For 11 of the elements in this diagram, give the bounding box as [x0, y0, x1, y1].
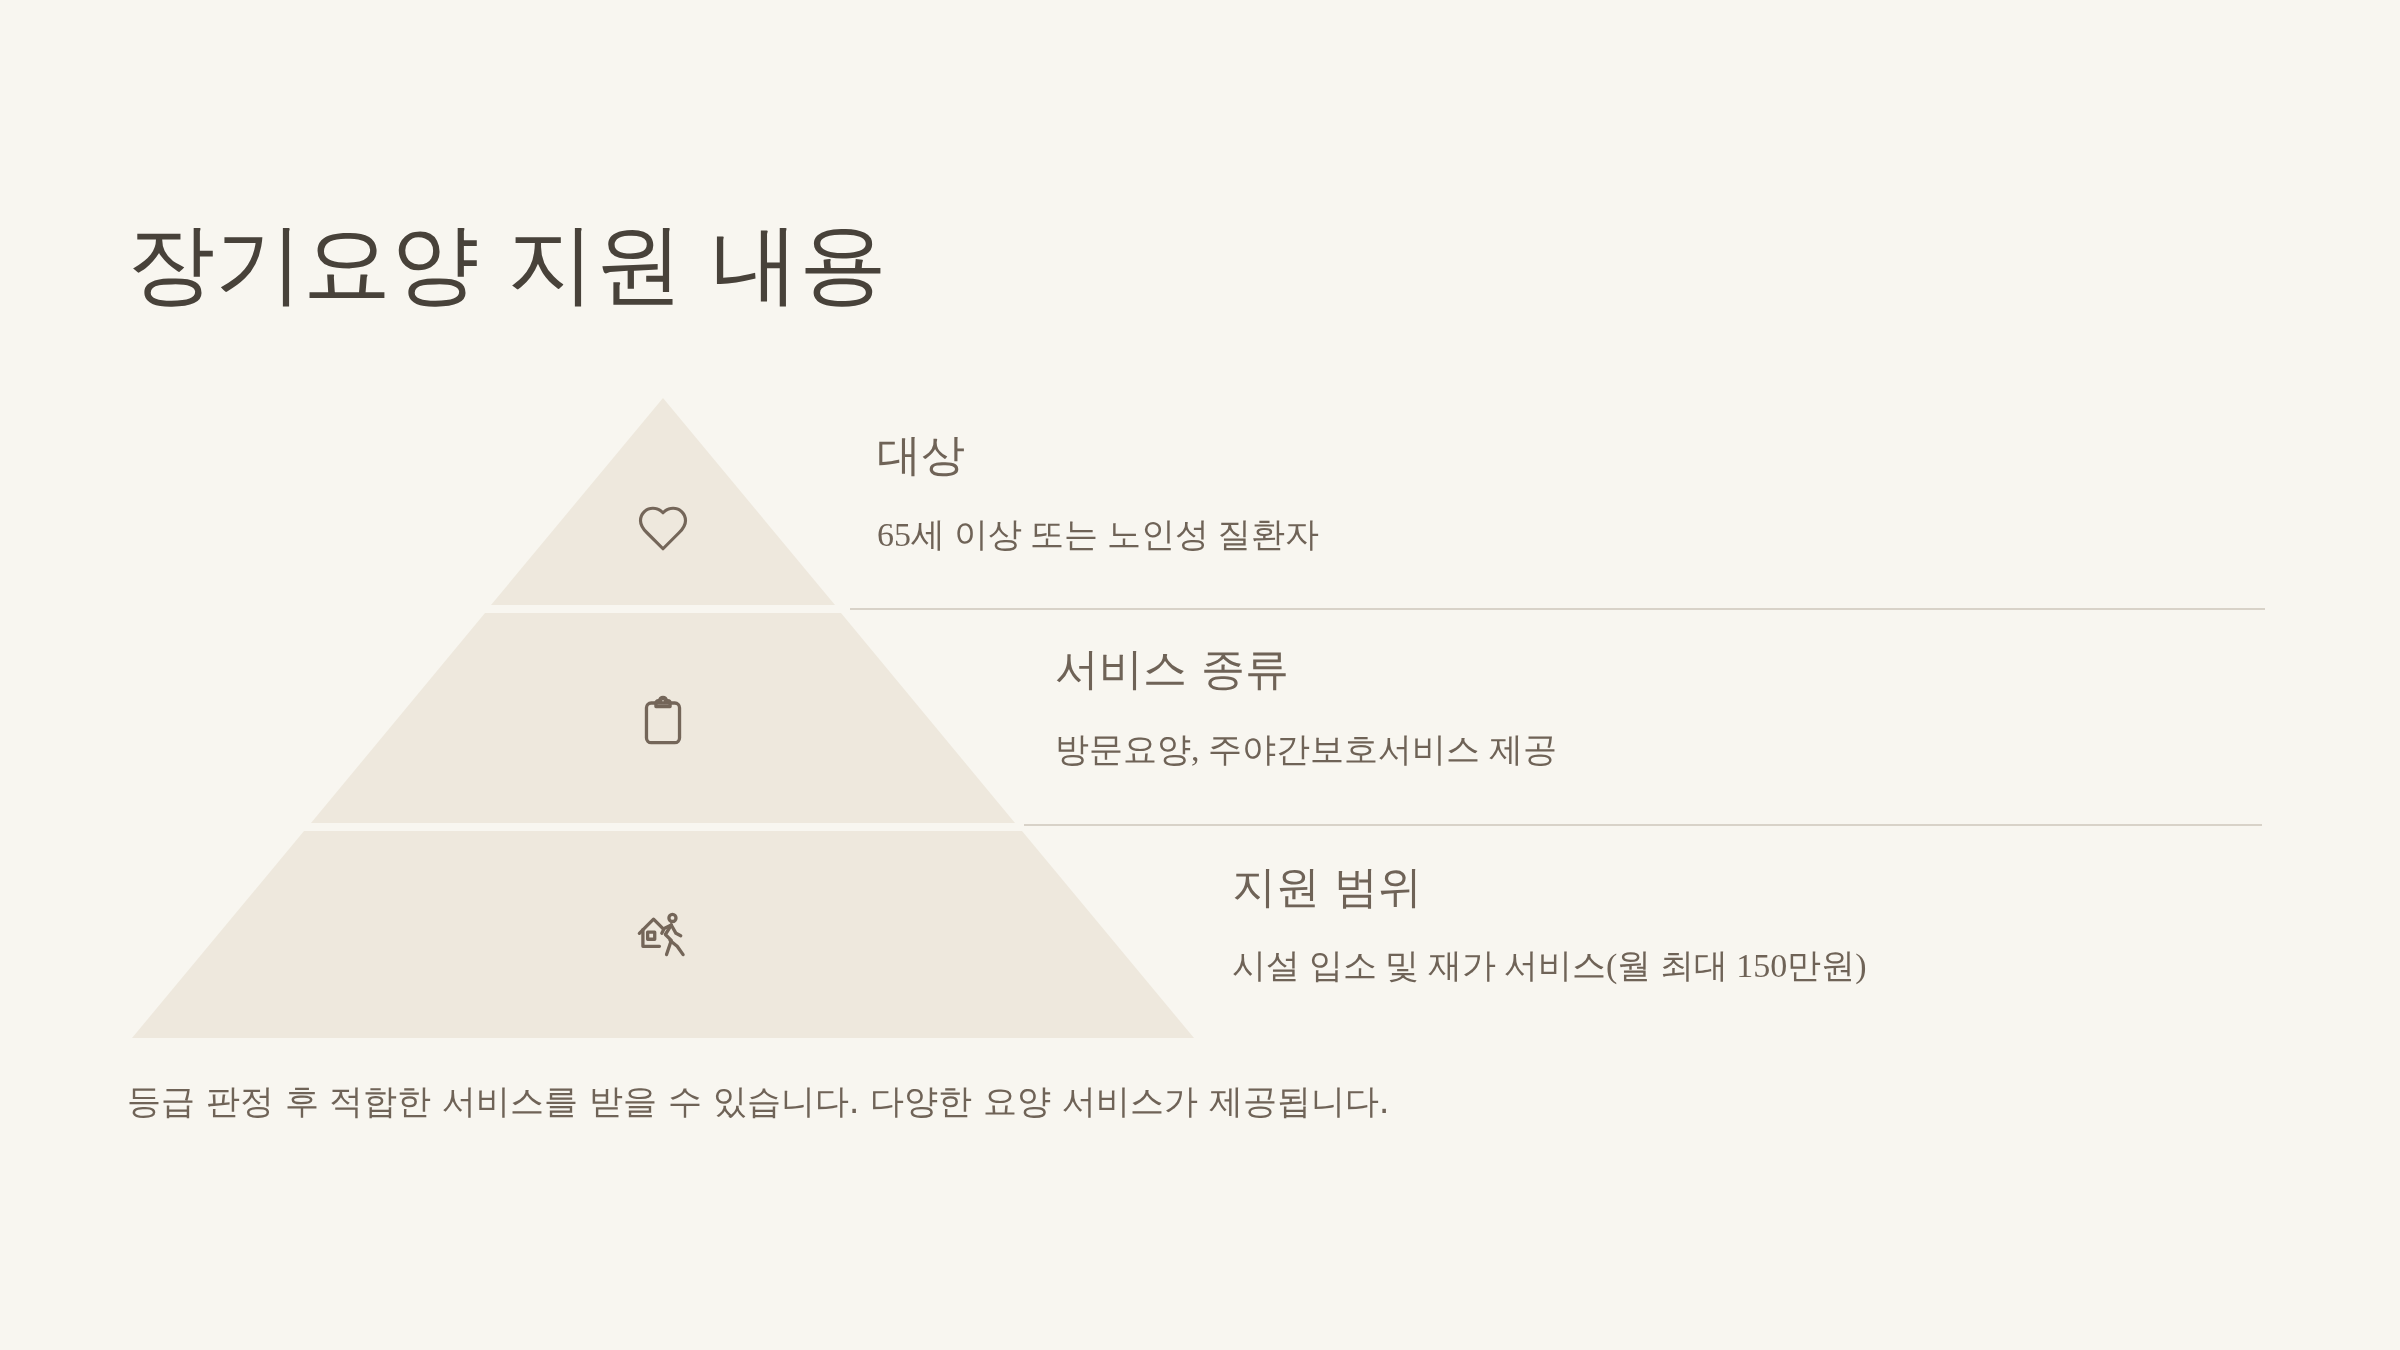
section-heading: 지원 범위 — [1232, 861, 1422, 914]
title: 장기요양 지원 내용 — [127, 211, 887, 317]
caption-text: 등급 판정 후 적합한 서비스를 받을 수 있습니다. 다양한 요양 서비스가 제공됩니다. — [127, 1081, 1390, 1122]
section-text: 65세 이상 또는 노인성 질환자 — [877, 515, 1319, 555]
section-text: 시설 입소 및 재가 서비스(월 최대 150만원) — [1232, 946, 1867, 986]
section-heading: 서비스 종류 — [1055, 643, 1289, 696]
pyramid-tier — [491, 398, 835, 605]
section-heading: 대상 — [877, 429, 965, 482]
pyramid-tier — [132, 831, 1194, 1038]
section-text: 방문요양, 주야간보호서비스 제공 — [1055, 730, 1557, 770]
pyramid-tier — [311, 613, 1015, 823]
